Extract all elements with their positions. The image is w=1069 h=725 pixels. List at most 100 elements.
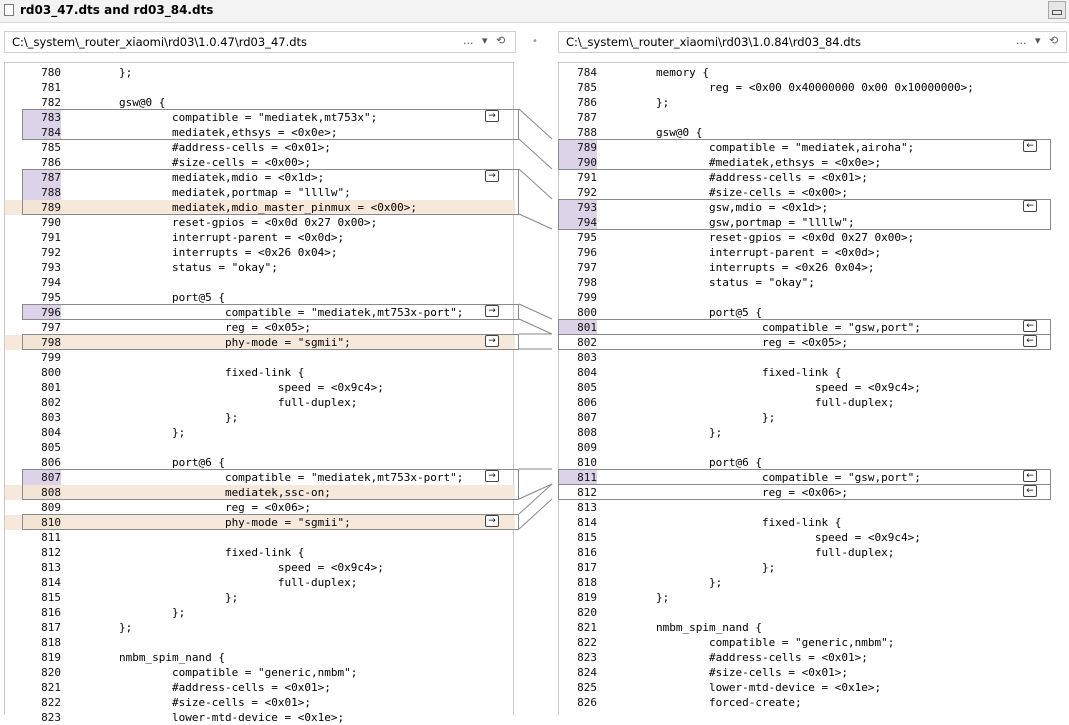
left-code-line[interactable]: 814 full-duplex;	[5, 575, 515, 590]
right-code-line[interactable]: 786 };	[559, 95, 1069, 110]
left-code-line[interactable]: 797 reg = <0x05>;	[5, 320, 515, 335]
left-code-line[interactable]: 816 };	[5, 605, 515, 620]
copy-to-left-icon[interactable]: ←	[1023, 485, 1037, 497]
right-code-line[interactable]: 805 speed = <0x9c4>;	[559, 380, 1069, 395]
copy-to-right-icon[interactable]: →	[485, 470, 499, 482]
right-code-line[interactable]: 790 #mediatek,ethsys = <0x0e>;	[559, 155, 1069, 170]
right-code-line[interactable]: 815 speed = <0x9c4>;	[559, 530, 1069, 545]
left-code-line[interactable]: 783 compatible = "mediatek,mt753x";	[5, 110, 515, 125]
left-code-line[interactable]: 811	[5, 530, 515, 545]
right-code-line[interactable]: 795 reset-gpios = <0x0d 0x27 0x00>;	[559, 230, 1069, 245]
right-code-line[interactable]: 793 gsw,mdio = <0x1d>;	[559, 200, 1069, 215]
copy-to-left-icon[interactable]: ←	[1023, 335, 1037, 347]
copy-to-right-icon[interactable]: →	[485, 305, 499, 317]
left-code-line[interactable]: 817 };	[5, 620, 515, 635]
left-code-line[interactable]: 803 };	[5, 410, 515, 425]
left-code-line[interactable]: 823 lower-mtd-device = <0x1e>;	[5, 710, 515, 725]
right-code-line[interactable]: 821 nmbm_spim_nand {	[559, 620, 1069, 635]
right-code-line[interactable]: 802 reg = <0x05>;	[559, 335, 1069, 350]
left-code-line[interactable]: 782 gsw@0 {	[5, 95, 515, 110]
right-code-line[interactable]: 784 memory {	[559, 65, 1069, 80]
left-code-line[interactable]: 791 interrupt-parent = <0x0d>;	[5, 230, 515, 245]
left-code-line[interactable]: 801 speed = <0x9c4>;	[5, 380, 515, 395]
right-code-line[interactable]: 825 lower-mtd-device = <0x1e>;	[559, 680, 1069, 695]
right-code-line[interactable]: 804 fixed-link {	[559, 365, 1069, 380]
left-code-line[interactable]: 796 compatible = "mediatek,mt753x-port";	[5, 305, 515, 320]
right-code-line[interactable]: 800 port@5 {	[559, 305, 1069, 320]
right-code-line[interactable]: 811 compatible = "gsw,port";	[559, 470, 1069, 485]
right-code-line[interactable]: 792 #size-cells = <0x00>;	[559, 185, 1069, 200]
right-code-line[interactable]: 807 };	[559, 410, 1069, 425]
copy-to-left-icon[interactable]: ←	[1023, 320, 1037, 332]
left-code-line[interactable]: 806 port@6 {	[5, 455, 515, 470]
left-code-line[interactable]: 812 fixed-link {	[5, 545, 515, 560]
left-code-line[interactable]: 799	[5, 350, 515, 365]
left-code-line[interactable]: 800 fixed-link {	[5, 365, 515, 380]
left-code-line[interactable]: 822 #size-cells = <0x01>;	[5, 695, 515, 710]
right-code-line[interactable]: 801 compatible = "gsw,port";	[559, 320, 1069, 335]
left-code-line[interactable]: 809 reg = <0x06>;	[5, 500, 515, 515]
left-code-line[interactable]: 805	[5, 440, 515, 455]
right-code-line[interactable]: 813	[559, 500, 1069, 515]
left-code-line[interactable]: 790 reset-gpios = <0x0d 0x27 0x00>;	[5, 215, 515, 230]
left-code-line[interactable]: 804 };	[5, 425, 515, 440]
right-dropdown-icon[interactable]: ▾	[1035, 34, 1041, 47]
right-code-line[interactable]: 820	[559, 605, 1069, 620]
right-code-line[interactable]: 809	[559, 440, 1069, 455]
left-code-line[interactable]: 802 full-duplex;	[5, 395, 515, 410]
left-code-line[interactable]: 789 mediatek,mdio_master_pinmux = <0x00>…	[5, 200, 515, 215]
right-code-line[interactable]: 799	[559, 290, 1069, 305]
right-code-line[interactable]: 819 };	[559, 590, 1069, 605]
right-code-line[interactable]: 824 #size-cells = <0x01>;	[559, 665, 1069, 680]
left-code-line[interactable]: 787 mediatek,mdio = <0x1d>;	[5, 170, 515, 185]
left-history-icon[interactable]: ⟲	[496, 34, 506, 47]
left-code-line[interactable]: 807 compatible = "mediatek,mt753x-port";	[5, 470, 515, 485]
right-code-line[interactable]: 812 reg = <0x06>;	[559, 485, 1069, 500]
left-code-line[interactable]: 792 interrupts = <0x26 0x04>;	[5, 245, 515, 260]
right-code-line[interactable]: 796 interrupt-parent = <0x0d>;	[559, 245, 1069, 260]
right-code-line[interactable]: 814 fixed-link {	[559, 515, 1069, 530]
copy-to-right-icon[interactable]: →	[485, 170, 499, 182]
right-code-line[interactable]: 816 full-duplex;	[559, 545, 1069, 560]
right-more-icon[interactable]: ...	[1016, 34, 1027, 47]
left-code-line[interactable]: 821 #address-cells = <0x01>;	[5, 680, 515, 695]
left-code-line[interactable]: 813 speed = <0x9c4>;	[5, 560, 515, 575]
right-history-icon[interactable]: ⟲	[1049, 34, 1059, 47]
copy-to-left-icon[interactable]: ←	[1023, 200, 1037, 212]
right-code-line[interactable]: 788 gsw@0 {	[559, 125, 1069, 140]
left-code-line[interactable]: 781	[5, 80, 515, 95]
right-path-field[interactable]: C:\_system\_router_xiaomi\rd03\1.0.84\rd…	[558, 31, 1067, 53]
left-code-line[interactable]: 819 nmbm_spim_nand {	[5, 650, 515, 665]
left-code-line[interactable]: 818	[5, 635, 515, 650]
right-diff-pane[interactable]: 784 memory {785 reg = <0x00 0x40000000 0…	[558, 62, 1068, 715]
right-code-line[interactable]: 789 compatible = "mediatek,airoha";	[559, 140, 1069, 155]
left-code-line[interactable]: 808 mediatek,ssc-on;	[5, 485, 515, 500]
right-code-line[interactable]: 791 #address-cells = <0x01>;	[559, 170, 1069, 185]
left-code-line[interactable]: 788 mediatek,portmap = "llllw";	[5, 185, 515, 200]
right-code-line[interactable]: 823 #address-cells = <0x01>;	[559, 650, 1069, 665]
copy-to-right-icon[interactable]: →	[485, 515, 499, 527]
right-code-line[interactable]: 798 status = "okay";	[559, 275, 1069, 290]
left-code-line[interactable]: 785 #address-cells = <0x01>;	[5, 140, 515, 155]
right-code-line[interactable]: 826 forced-create;	[559, 695, 1069, 710]
right-code-line[interactable]: 803	[559, 350, 1069, 365]
copy-to-left-icon[interactable]: ←	[1023, 470, 1037, 482]
left-code-line[interactable]: 794	[5, 275, 515, 290]
left-code-line[interactable]: 780 };	[5, 65, 515, 80]
left-code-line[interactable]: 815 };	[5, 590, 515, 605]
left-code-line[interactable]: 810 phy-mode = "sgmii";	[5, 515, 515, 530]
right-code-line[interactable]: 787	[559, 110, 1069, 125]
right-code-line[interactable]: 818 };	[559, 575, 1069, 590]
right-code-line[interactable]: 785 reg = <0x00 0x40000000 0x00 0x100000…	[559, 80, 1069, 95]
copy-to-right-icon[interactable]: →	[485, 110, 499, 122]
layout-toggle-button[interactable]	[1048, 1, 1066, 19]
right-code-line[interactable]: 822 compatible = "generic,nmbm";	[559, 635, 1069, 650]
left-code-line[interactable]: 784 mediatek,ethsys = <0x0e>;	[5, 125, 515, 140]
copy-to-right-icon[interactable]: →	[485, 335, 499, 347]
left-code-line[interactable]: 820 compatible = "generic,nmbm";	[5, 665, 515, 680]
right-code-line[interactable]: 797 interrupts = <0x26 0x04>;	[559, 260, 1069, 275]
copy-to-left-icon[interactable]: ←	[1023, 140, 1037, 152]
right-code-line[interactable]: 817 };	[559, 560, 1069, 575]
left-code-line[interactable]: 795 port@5 {	[5, 290, 515, 305]
